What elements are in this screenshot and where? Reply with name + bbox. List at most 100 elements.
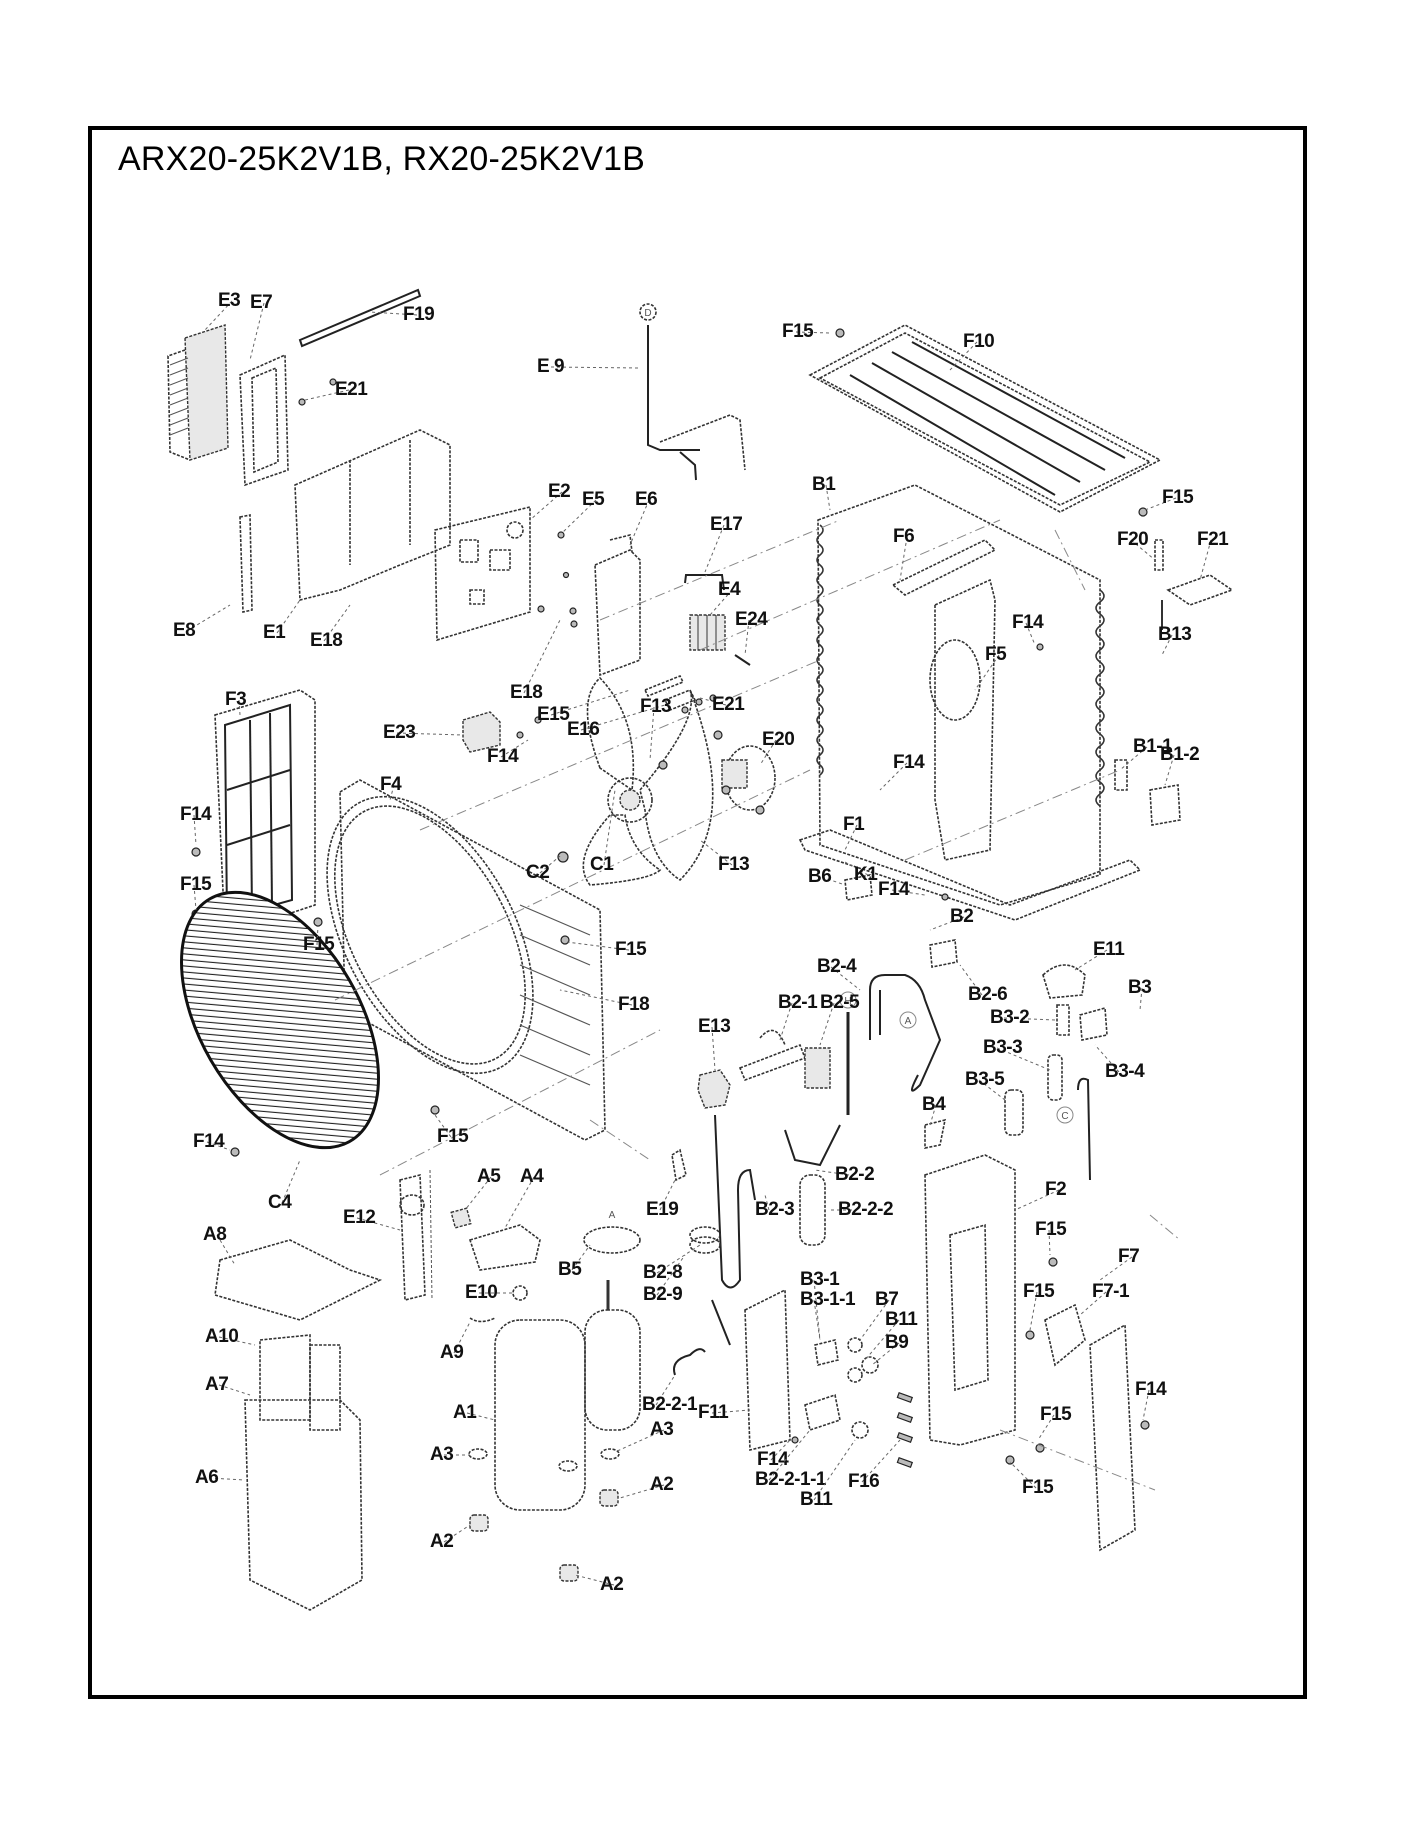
part-label-f15b: F15 (1162, 487, 1194, 508)
part-label-e21a: E21 (335, 379, 368, 400)
part-label-b7: B7 (875, 1289, 898, 1310)
part-label-b4: B4 (922, 1094, 946, 1115)
part-label-e15: E15 (537, 704, 570, 725)
part-label-e5: E5 (582, 489, 605, 510)
leader-line-f15g (1048, 1229, 1051, 1256)
leader-line-b2-3 (764, 1194, 770, 1211)
jumper-wire-part (684, 574, 725, 591)
terminal-bracket-part (594, 534, 641, 677)
part-label-e2: E2 (548, 481, 570, 502)
part-label-e12: E12 (343, 1207, 375, 1228)
part-label-e8: E8 (173, 620, 195, 641)
leader-line-b2-2-1-1 (768, 1429, 811, 1481)
part-label-a5: A5 (477, 1166, 501, 1187)
part-label-b2-9: B2-9 (643, 1284, 682, 1305)
part-label-f2: F2 (1045, 1179, 1066, 1200)
part-label-a2a: A2 (430, 1531, 453, 1552)
leader-line-f18 (559, 989, 633, 1006)
part-label-f3: F3 (225, 689, 246, 710)
leader-line-c4 (281, 1159, 301, 1204)
part-label-b2-1: B2-1 (778, 992, 818, 1013)
marker-c: C (1061, 1111, 1068, 1122)
part-label-f20: F20 (1117, 529, 1148, 550)
valve-cover-part (1089, 1323, 1136, 1552)
part-label-a1: A1 (453, 1402, 477, 1423)
part-label-f14a: F14 (487, 746, 519, 767)
part-label-b3-4: B3-4 (1105, 1061, 1145, 1082)
part-label-e16: E16 (567, 719, 599, 740)
part-label-e4: E4 (718, 579, 741, 600)
part-label-b2-5: B2-5 (820, 992, 860, 1013)
part-label-b13: B13 (1158, 624, 1191, 645)
part-label-b3-1-1: B3-1-1 (800, 1289, 856, 1310)
part-label-e7: E7 (250, 292, 272, 313)
assembly-axes (334, 519, 1181, 1491)
leader-line-b3 (1139, 987, 1143, 1011)
part-label-e19: E19 (646, 1199, 678, 1220)
part-label-b2: B2 (950, 906, 973, 927)
part-label-a4: A4 (520, 1166, 544, 1187)
part-label-c2: C2 (526, 862, 549, 883)
right-side-panel-part (924, 1154, 1058, 1465)
part-label-b1-2: B1-2 (1160, 744, 1199, 765)
leader-line-a2c (574, 1574, 615, 1586)
part-label-f14b: F14 (1012, 612, 1044, 633)
part-label-f7: F7 (1118, 1246, 1139, 1267)
leader-line-e21a (304, 389, 350, 401)
part-label-k1: K1 (854, 864, 878, 885)
terminal-frame-part (239, 353, 289, 487)
leader-line-e23 (396, 732, 464, 736)
clamp-part (643, 674, 697, 712)
part-label-f1: F1 (843, 814, 865, 835)
leader-line-b2-5 (819, 1002, 835, 1046)
part-label-f5: F5 (985, 644, 1007, 665)
part-label-e3: E3 (218, 290, 240, 311)
leader-line-k1 (844, 861, 869, 876)
leader-line-e18b (523, 619, 561, 694)
screw-part (734, 654, 751, 666)
leader-line-f10 (949, 341, 978, 371)
part-label-b3-2: B3-2 (990, 1007, 1029, 1028)
part-label-f21: F21 (1197, 529, 1229, 550)
leader-line-e18a (323, 604, 351, 642)
leader-line-f15j (1009, 1461, 1037, 1489)
compressor-group (214, 1169, 641, 1611)
leader-line-e7 (249, 302, 265, 361)
leader-line-b3-1-1 (813, 1299, 821, 1341)
screw (1140, 1420, 1150, 1430)
service-cover-part (1044, 1303, 1086, 1367)
part-label-e1: E1 (263, 622, 286, 643)
part-label-b11a: B11 (885, 1309, 918, 1330)
leader-line-f14g (1142, 1389, 1150, 1421)
cover-b2-6 (929, 939, 958, 968)
part-label-b9: B9 (885, 1332, 908, 1353)
leader-line-f19 (369, 311, 418, 316)
leader-line-f15i (1037, 1414, 1055, 1441)
part-label-f15c: F15 (180, 874, 212, 895)
part-label-f4: F4 (380, 774, 402, 795)
part-label-b1: B1 (812, 474, 836, 495)
leader-line-f14e (193, 814, 197, 846)
top-panel-part (808, 324, 1162, 517)
part-label-b2-4: B2-4 (817, 956, 857, 977)
part-label-c1: C1 (590, 854, 614, 875)
part-label-f14e: F14 (180, 804, 212, 825)
control-box-part (294, 429, 451, 602)
leader-line-e20 (759, 739, 777, 766)
leader-line-a5 (464, 1176, 492, 1211)
leader-line-e5 (561, 499, 597, 534)
terminal-block-part (689, 614, 726, 651)
fan-guard-grille-part (180, 890, 380, 1150)
part-label-f15e: F15 (615, 939, 647, 960)
leader-line-e2 (529, 491, 563, 521)
part-label-b2-2-1-1: B2-2-1-1 (755, 1469, 827, 1490)
leader-line-a3b (614, 1429, 665, 1453)
leader-line-e11 (1074, 949, 1108, 971)
leader-line-c1 (603, 789, 616, 866)
marker-a: A (905, 1016, 912, 1027)
leader-line-f15f (434, 1114, 452, 1138)
leader-line-e21b (699, 697, 727, 706)
leader-line-a4 (504, 1176, 535, 1229)
part-label-b5: B5 (558, 1259, 582, 1280)
screws-f16 (896, 1391, 914, 1468)
